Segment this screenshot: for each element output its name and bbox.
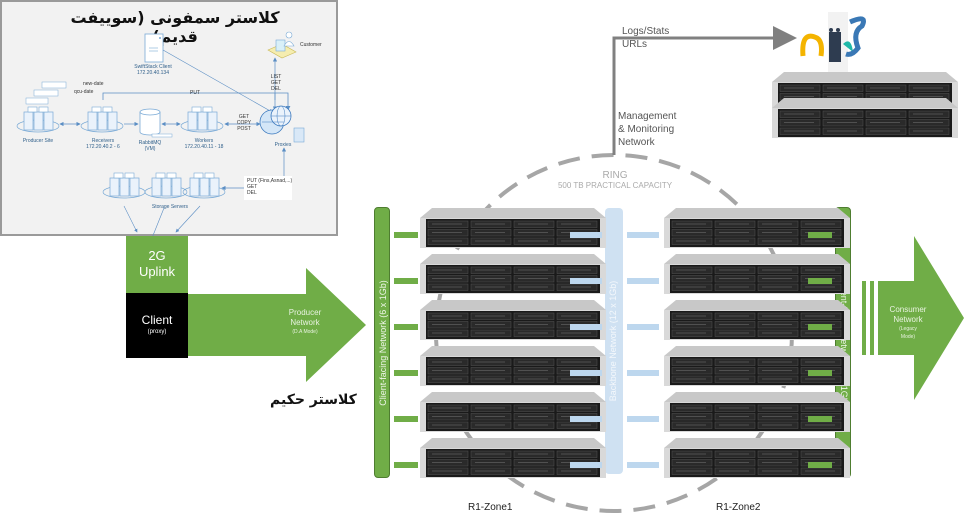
producer-tag: new-date <box>83 81 104 87</box>
rabbitmq-label: RabbitMQ(VM) <box>138 140 162 152</box>
client-link <box>808 278 832 284</box>
backbone-link <box>570 324 602 330</box>
management-line <box>612 26 797 155</box>
customer-label: Customer <box>300 42 322 48</box>
backbone-link <box>627 232 659 238</box>
server-zone1-1 <box>418 208 608 248</box>
client-link <box>394 370 418 376</box>
producer-site-icon <box>16 81 67 133</box>
backbone-link <box>570 370 602 376</box>
server-zone1-4 <box>418 346 608 386</box>
management-server <box>770 98 960 138</box>
client-link <box>394 278 418 284</box>
client-link <box>394 232 418 238</box>
server-zone2-3 <box>662 300 852 340</box>
client-link <box>808 370 832 376</box>
server-zone2-5 <box>662 392 852 432</box>
proxies-globe-icon <box>259 105 305 143</box>
server-zone2-1 <box>662 208 852 248</box>
client-link <box>394 324 418 330</box>
backbone-link <box>627 278 659 284</box>
producer-site-label: Producer Site <box>22 138 54 144</box>
server-zone1-2 <box>418 254 608 294</box>
backbone-link <box>570 416 602 422</box>
old-cluster-diagram <box>16 31 305 240</box>
zone-label-2: R1-Zone2 <box>716 502 761 513</box>
left-client-network-bar: Client-facing Network (6 x 1Gb) <box>374 207 390 478</box>
client-link <box>808 232 832 238</box>
customer-icon <box>267 31 297 59</box>
backbone-link <box>627 324 659 330</box>
server-zone1-6 <box>418 438 608 478</box>
server-zone1-5 <box>418 392 608 432</box>
backbone-link <box>627 416 659 422</box>
client-link <box>394 462 418 468</box>
client-proxy-box: Client(proxy) <box>126 293 188 358</box>
client-link <box>394 416 418 422</box>
client-link <box>808 462 832 468</box>
backbone-link <box>570 232 602 238</box>
kia-logo-icon <box>800 12 866 72</box>
server-zone2-2 <box>662 254 852 294</box>
storage-servers-label: Storage Servers <box>151 204 189 210</box>
new-cluster-title: کلاستر حکیم <box>270 392 357 408</box>
backbone-link <box>570 462 602 468</box>
zone-label-1: R1-Zone1 <box>468 502 513 513</box>
backbone-link <box>627 370 659 376</box>
producer-network-arrow <box>188 268 366 382</box>
consumer-network-arrow <box>862 236 964 400</box>
old-cluster-title: کلاستر سمفونی (سوییفت قدیم) <box>70 8 280 46</box>
server-zone1-3 <box>418 300 608 340</box>
backbone-link <box>627 462 659 468</box>
producer-tag: qcu-date <box>74 89 94 95</box>
server-zone2-4 <box>662 346 852 386</box>
server-zone2-6 <box>662 438 852 478</box>
rabbitmq-icon <box>139 108 173 138</box>
put-label: PUT <box>190 90 200 96</box>
proxies-label: Proxies <box>274 142 292 148</box>
backbone-network-bar: Backbone Network (12 x 1Gb) <box>605 208 623 474</box>
client-link <box>808 324 832 330</box>
swiftstack-client-icon <box>144 33 164 63</box>
client-link <box>808 416 832 422</box>
backbone-link <box>570 278 602 284</box>
